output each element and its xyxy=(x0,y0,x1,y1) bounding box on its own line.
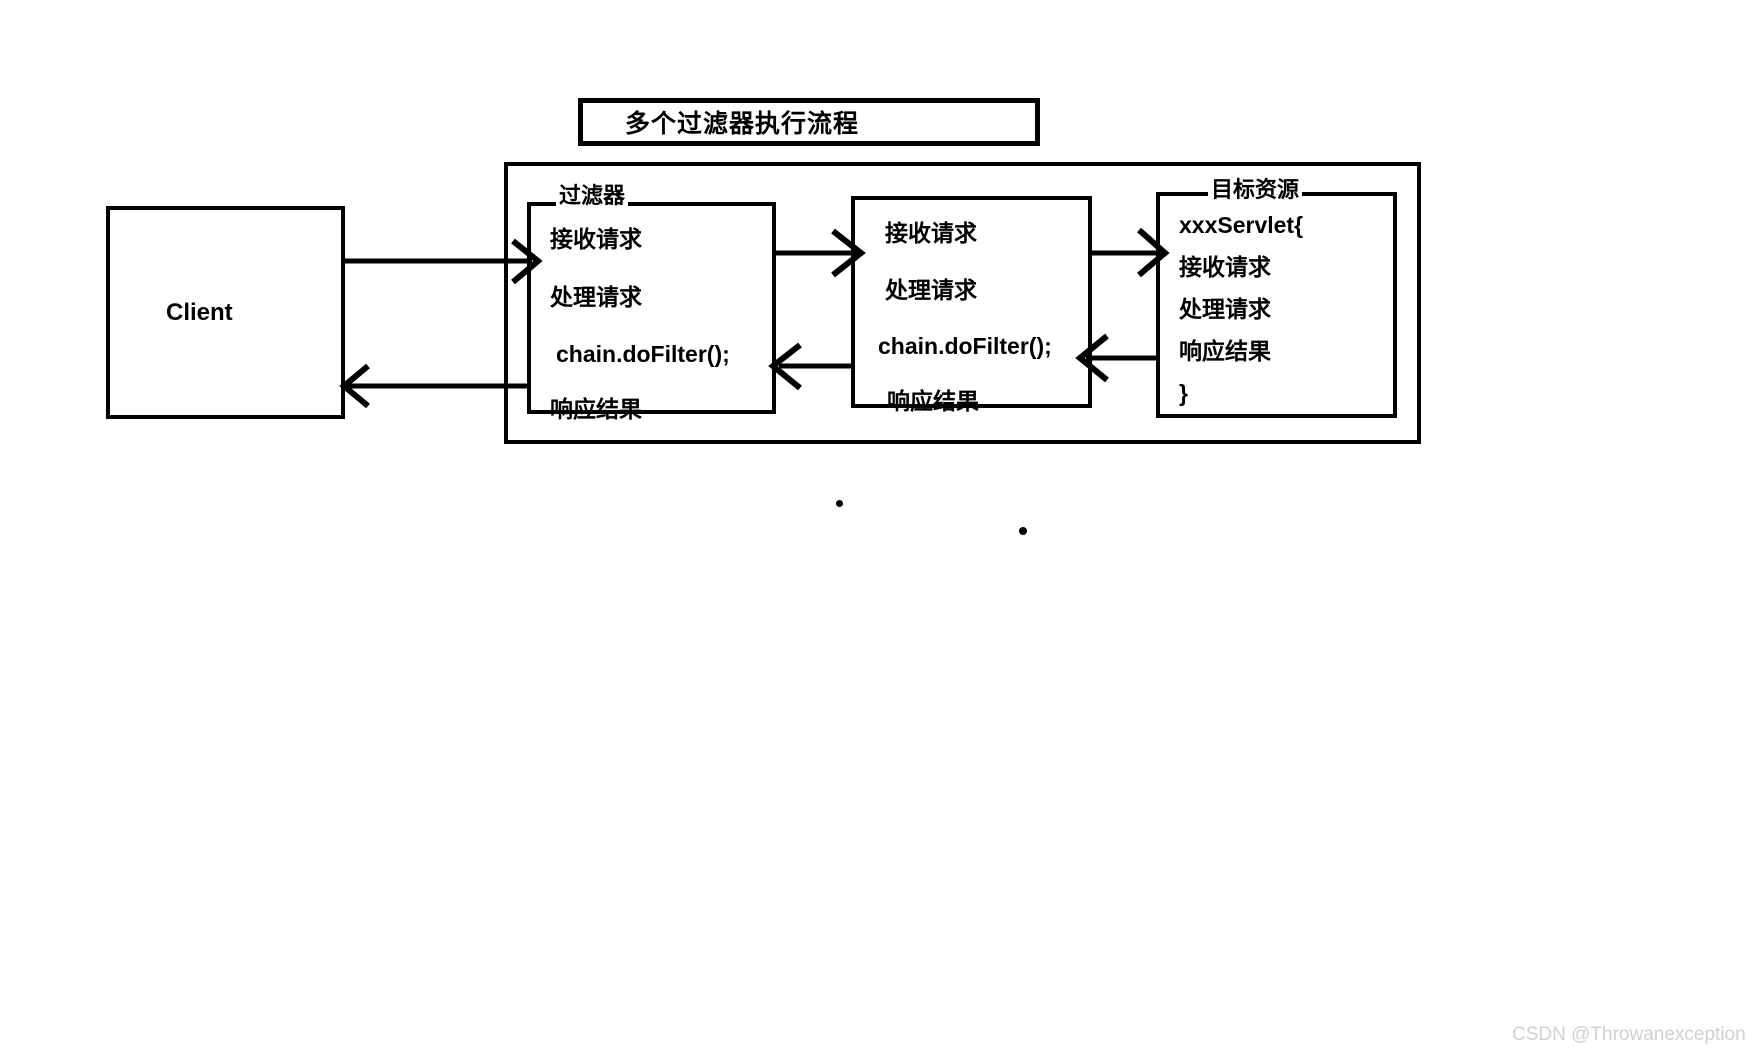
target-line-2: 接收请求 xyxy=(1179,254,1271,280)
filter-2-line-3: chain.doFilter(); xyxy=(878,333,1052,359)
filter-1-line-2: 处理请求 xyxy=(550,284,642,310)
filter-1-line-4: 响应结果 xyxy=(550,396,642,422)
client-box: Client xyxy=(106,206,345,419)
watermark: CSDN @Throwanexception xyxy=(1512,1024,1746,1045)
filter-2-line-2: 处理请求 xyxy=(885,277,977,303)
target-line-3: 处理请求 xyxy=(1179,296,1271,322)
filter-group-label: 过滤器 xyxy=(556,178,629,210)
filter-1-box: 接收请求 处理请求 chain.doFilter(); 响应结果 xyxy=(527,202,776,421)
decorative-dot-1 xyxy=(836,500,843,507)
target-resource-box: xxxServlet{ 接收请求 处理请求 响应结果 } xyxy=(1156,192,1397,418)
filter-2-line-1: 接收请求 xyxy=(885,220,977,246)
target-line-1: xxxServlet{ xyxy=(1179,212,1304,238)
target-line-5: } xyxy=(1179,380,1188,406)
filter-2-box: 接收请求 处理请求 chain.doFilter(); 响应结果 xyxy=(851,196,1092,413)
filter-2-line-4: 响应结果 xyxy=(887,388,979,414)
arrow-filter1-to-client xyxy=(339,363,528,409)
filter-1-line-1: 接收请求 xyxy=(550,226,642,252)
diagram-title: 多个过滤器执行流程 xyxy=(625,110,860,138)
filter-1-line-3: chain.doFilter(); xyxy=(556,341,730,367)
decorative-dot-2 xyxy=(1019,527,1027,535)
diagram-title-box: 多个过滤器执行流程 xyxy=(578,98,1040,146)
client-label: Client xyxy=(166,298,233,326)
target-group-label: 目标资源 xyxy=(1208,172,1303,204)
target-line-4: 响应结果 xyxy=(1179,338,1271,364)
